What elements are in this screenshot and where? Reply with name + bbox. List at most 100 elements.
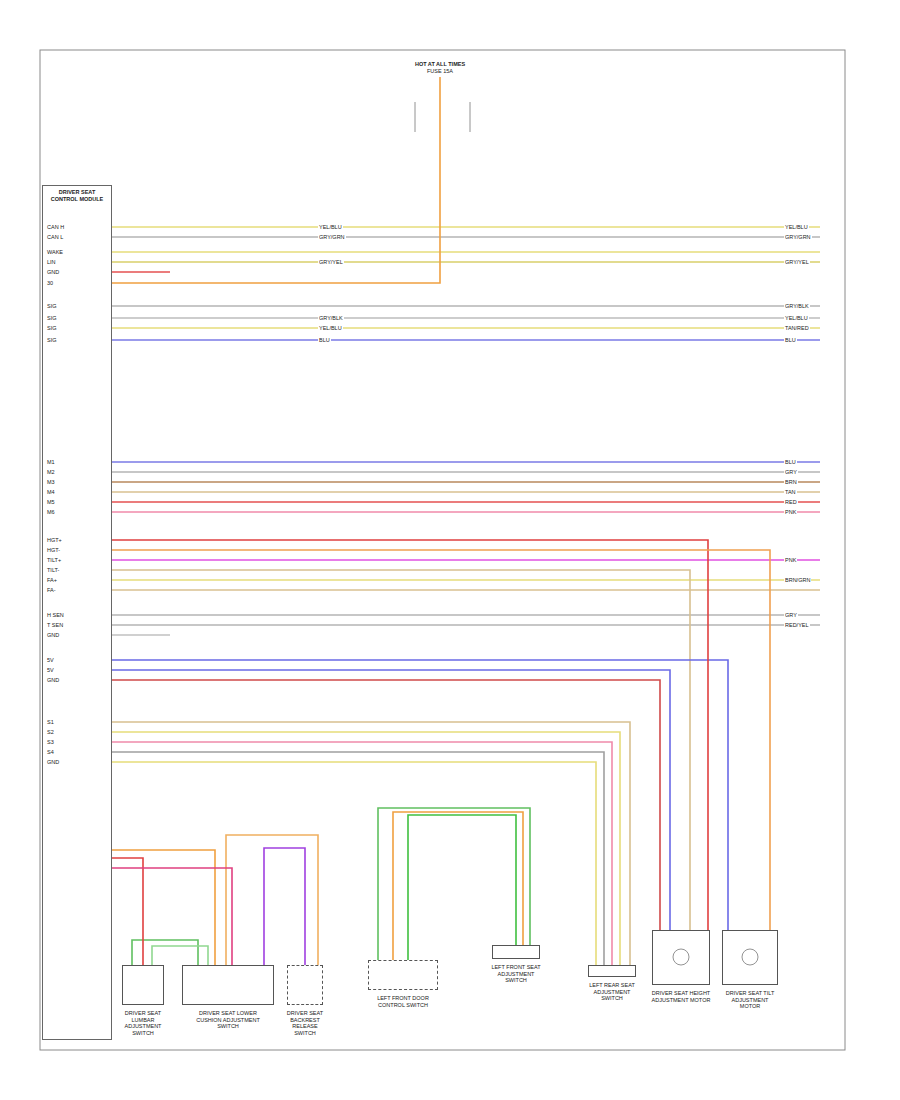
wire bbox=[152, 946, 208, 965]
pin-name: T SEN bbox=[46, 622, 64, 629]
pin-name: S1 bbox=[46, 719, 55, 726]
wire bbox=[112, 579, 820, 581]
pin-name: M2 bbox=[46, 469, 56, 476]
node-label: DRIVER SEAT TILT ADJUSTMENT MOTOR bbox=[721, 990, 779, 1010]
wire bbox=[112, 236, 820, 238]
pin-name: HGT+ bbox=[46, 537, 63, 544]
wire bbox=[112, 317, 820, 319]
component-caption: DRIVER SEAT TILT ADJUSTMENT MOTOR bbox=[721, 990, 779, 1010]
wire-color: GRY/GRN bbox=[784, 234, 812, 241]
wire-connector bbox=[408, 815, 516, 960]
pin-name: M3 bbox=[46, 479, 56, 486]
pin-name: CAN L bbox=[46, 234, 64, 241]
wire-connector bbox=[112, 550, 770, 930]
switch-box: DRIVER SEAT LUMBAR ADJUSTMENT SWITCH bbox=[122, 965, 164, 1005]
wire bbox=[112, 261, 820, 263]
wire bbox=[112, 680, 660, 930]
node-label: HOT AT ALL TIMES bbox=[397, 61, 483, 68]
wire-connector bbox=[112, 868, 232, 965]
wire-color: RED/YEL bbox=[784, 622, 810, 629]
pin-name: WAKE bbox=[46, 249, 64, 256]
switch-box: DRIVER SEAT LOWER CUSHION ADJUSTMENT SWI… bbox=[182, 965, 274, 1005]
pin-name: TILT- bbox=[46, 567, 60, 574]
node-label: DRIVER SEAT LUMBAR ADJUSTMENT SWITCH bbox=[117, 1010, 169, 1036]
wire bbox=[112, 491, 820, 493]
pin-name: SIG bbox=[46, 303, 57, 310]
motor-symbol bbox=[742, 949, 758, 965]
switch-box: LEFT FRONT DOOR CONTROL SWITCH bbox=[368, 960, 438, 990]
wire bbox=[112, 461, 820, 463]
wire bbox=[112, 339, 820, 341]
wire bbox=[112, 762, 596, 965]
wire-connector bbox=[112, 540, 708, 930]
wire-color: BLU bbox=[784, 459, 797, 466]
pin-name: SIG bbox=[46, 325, 57, 332]
pin-name: HGT- bbox=[46, 547, 61, 554]
node-label: DRIVER SEAT BACKREST RELEASE SWITCH bbox=[285, 1010, 325, 1036]
wire bbox=[112, 501, 820, 503]
wire bbox=[112, 305, 820, 307]
component-caption: DRIVER SEAT LUMBAR ADJUSTMENT SWITCH bbox=[117, 1010, 169, 1036]
wire bbox=[112, 327, 820, 329]
wire-color: BRN bbox=[784, 479, 798, 486]
wire bbox=[132, 940, 198, 965]
pin-name: 5V bbox=[46, 657, 55, 664]
pin-name: M1 bbox=[46, 459, 56, 466]
wire bbox=[112, 511, 820, 513]
wire-connector bbox=[112, 77, 440, 283]
component-caption: DRIVER SEAT HEIGHT ADJUSTMENT MOTOR bbox=[650, 990, 712, 1003]
wire-color: GRY/BLK bbox=[784, 303, 810, 310]
node-label: LEFT FRONT DOOR CONTROL SWITCH bbox=[368, 995, 438, 1008]
wire-color: PNK bbox=[784, 557, 797, 564]
connector-box: LEFT REAR SEAT ADJUSTMENT SWITCH bbox=[588, 965, 636, 977]
wire-connector bbox=[112, 858, 143, 965]
page-frame bbox=[40, 50, 845, 1050]
wire bbox=[112, 634, 170, 636]
wire bbox=[226, 835, 318, 965]
wire-color: GRY bbox=[784, 612, 798, 619]
switch-box: DRIVER SEAT BACKREST RELEASE SWITCH bbox=[287, 965, 323, 1005]
pin-name: GND bbox=[46, 632, 60, 639]
pin-name: S2 bbox=[46, 729, 55, 736]
wire-color: YEL/BLU bbox=[784, 224, 809, 231]
pin-name: GND bbox=[46, 269, 60, 276]
source-tick bbox=[415, 102, 416, 132]
wire bbox=[112, 742, 612, 965]
wire bbox=[378, 808, 530, 960]
pin-name: M4 bbox=[46, 489, 56, 496]
wire bbox=[112, 660, 728, 930]
source-tick bbox=[470, 102, 471, 132]
pin-name: S4 bbox=[46, 749, 55, 756]
wire-color: PNK bbox=[784, 509, 797, 516]
wire bbox=[112, 614, 820, 616]
wire-color: YEL/BLU bbox=[318, 224, 343, 231]
motor-symbol bbox=[673, 949, 689, 965]
pin-name: M6 bbox=[46, 509, 56, 516]
pin-name: CAN H bbox=[46, 224, 65, 231]
component-caption: DRIVER SEAT LOWER CUSHION ADJUSTMENT SWI… bbox=[193, 1010, 263, 1030]
wire-color: RED bbox=[784, 499, 798, 506]
motor-box: DRIVER SEAT TILT ADJUSTMENT MOTOR bbox=[722, 930, 778, 985]
power-source: HOT AT ALL TIMESFUSE 15A bbox=[395, 58, 485, 77]
wire bbox=[112, 624, 820, 626]
wire bbox=[112, 752, 604, 965]
pin-name: FA- bbox=[46, 587, 57, 594]
node-label: LEFT FRONT SEAT ADJUSTMENT SWITCH bbox=[486, 964, 546, 984]
pin-name: SIG bbox=[46, 337, 57, 344]
pin-name: 5V bbox=[46, 667, 55, 674]
pin-name: M5 bbox=[46, 499, 56, 506]
wire bbox=[112, 251, 820, 253]
wire bbox=[393, 812, 523, 960]
wire-color: GRY/YEL bbox=[318, 259, 344, 266]
wire-color: GRY/YEL bbox=[784, 259, 810, 266]
pin-name: GND bbox=[46, 759, 60, 766]
wire bbox=[112, 471, 820, 473]
pin-name: GND bbox=[46, 677, 60, 684]
wire-connector bbox=[112, 722, 630, 965]
pin-name: SIG bbox=[46, 315, 57, 322]
wire-color: GRY/BLK bbox=[318, 315, 344, 322]
wire-color: YEL/BLU bbox=[784, 315, 809, 322]
node-label: DRIVER SEAT CONTROL MODULE bbox=[45, 189, 109, 202]
